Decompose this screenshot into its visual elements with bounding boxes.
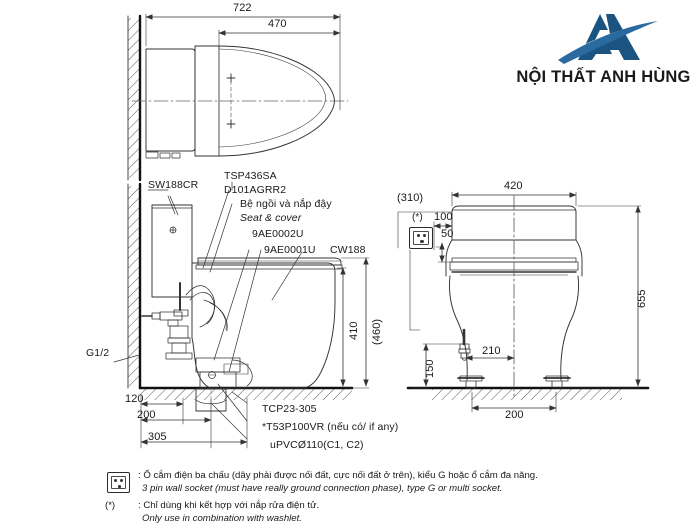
legend-socket-note-en: 3 pin wall socket (must have really grou… [142,483,503,494]
dim-side-410: 410 [348,321,360,340]
callout-9ae0001u: 9AE0001U [264,244,316,256]
callout-sw188cr: SW188CR [148,179,199,191]
dim-front-655: 655 [636,289,648,308]
dim-front-150: 150 [424,359,436,378]
mountain-a-logo-icon [557,14,658,64]
dim-front-50: 50 [441,228,454,240]
dim-front-210: 210 [482,345,501,357]
dim-front-100: 100 [434,211,453,223]
callout-seat-vn: Bệ ngồi và nắp đậy [240,198,332,210]
callout-cw188: CW188 [330,244,366,256]
dim-side-305: 305 [148,431,167,443]
legend-asterisk-note-vn: : Chỉ dùng khi kết hợp với nắp rửa điện … [138,500,320,511]
legend-socket-icon [107,472,130,493]
wall-socket-icon [409,227,433,249]
front-asterisk-marker: (*) [412,212,423,223]
dim-side-460: (460) [371,318,383,345]
dim-front-200: 200 [505,409,524,421]
callout-g12: G1/2 [86,347,110,359]
callout-9ae0002u: 9AE0002U [252,228,304,240]
callout-t53p100vr: *T53P100VR (nếu có/ if any) [262,421,399,433]
brand-name: NỘI THẤT ANH HÙNG [516,68,691,86]
dim-top-722: 722 [233,2,252,14]
callout-tcp23-305: TCP23-305 [262,403,317,415]
legend-socket-note-vn: : Ổ cắm điện ba chấu (dây phải được nối … [138,470,538,481]
dim-side-120: 120 [125,393,144,405]
callout-tsp436sa: TSP436SA [224,170,277,182]
legend-asterisk-note-en: Only use in combination with washlet. [142,513,302,524]
brand-logo: NỘI THẤT ANH HÙNG [511,8,696,100]
dim-front-420: 420 [504,180,523,192]
dim-front-310: (310) [397,192,424,204]
dim-top-470: 470 [268,18,287,30]
callout-seat-en: Seat & cover [240,212,302,224]
legend-asterisk-symbol: (*) [105,500,116,511]
callout-d101agrr2: D101AGRR2 [224,184,287,196]
dim-side-200: 200 [137,409,156,421]
callout-upvc-pipe: uPVCØ110(C1, C2) [270,439,364,451]
